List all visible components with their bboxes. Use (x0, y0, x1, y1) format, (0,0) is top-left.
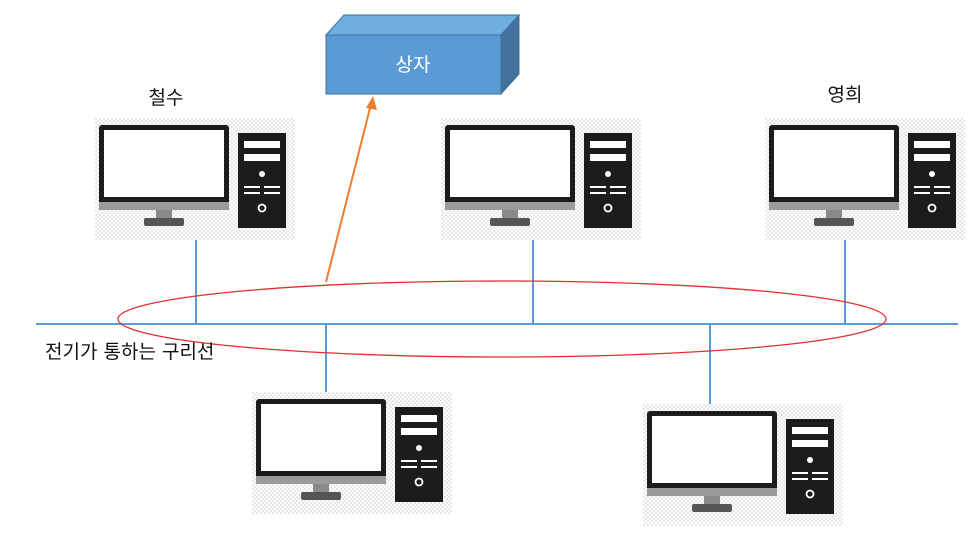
computer-label-3: 영희 (828, 84, 863, 106)
highlight-ellipse (117, 280, 887, 358)
bus-label: 전기가 통하는 구리선 (45, 341, 214, 363)
computer-icon (252, 392, 452, 514)
computer-5 (643, 404, 843, 526)
arrow-to-box (325, 96, 377, 283)
computer-4 (252, 392, 452, 514)
computer-icon (643, 404, 843, 526)
computer-label-1: 철수 (149, 87, 184, 109)
computer-2 (441, 118, 641, 240)
computer-1 (95, 118, 295, 240)
copper-wire-bus (36, 240, 958, 408)
computer-icon (95, 118, 295, 240)
computer-icon (441, 118, 641, 240)
box-label: 상자 (396, 54, 431, 76)
computer-3 (765, 118, 965, 240)
computer-icon (765, 118, 965, 240)
box-shape: 상자 (324, 13, 521, 96)
